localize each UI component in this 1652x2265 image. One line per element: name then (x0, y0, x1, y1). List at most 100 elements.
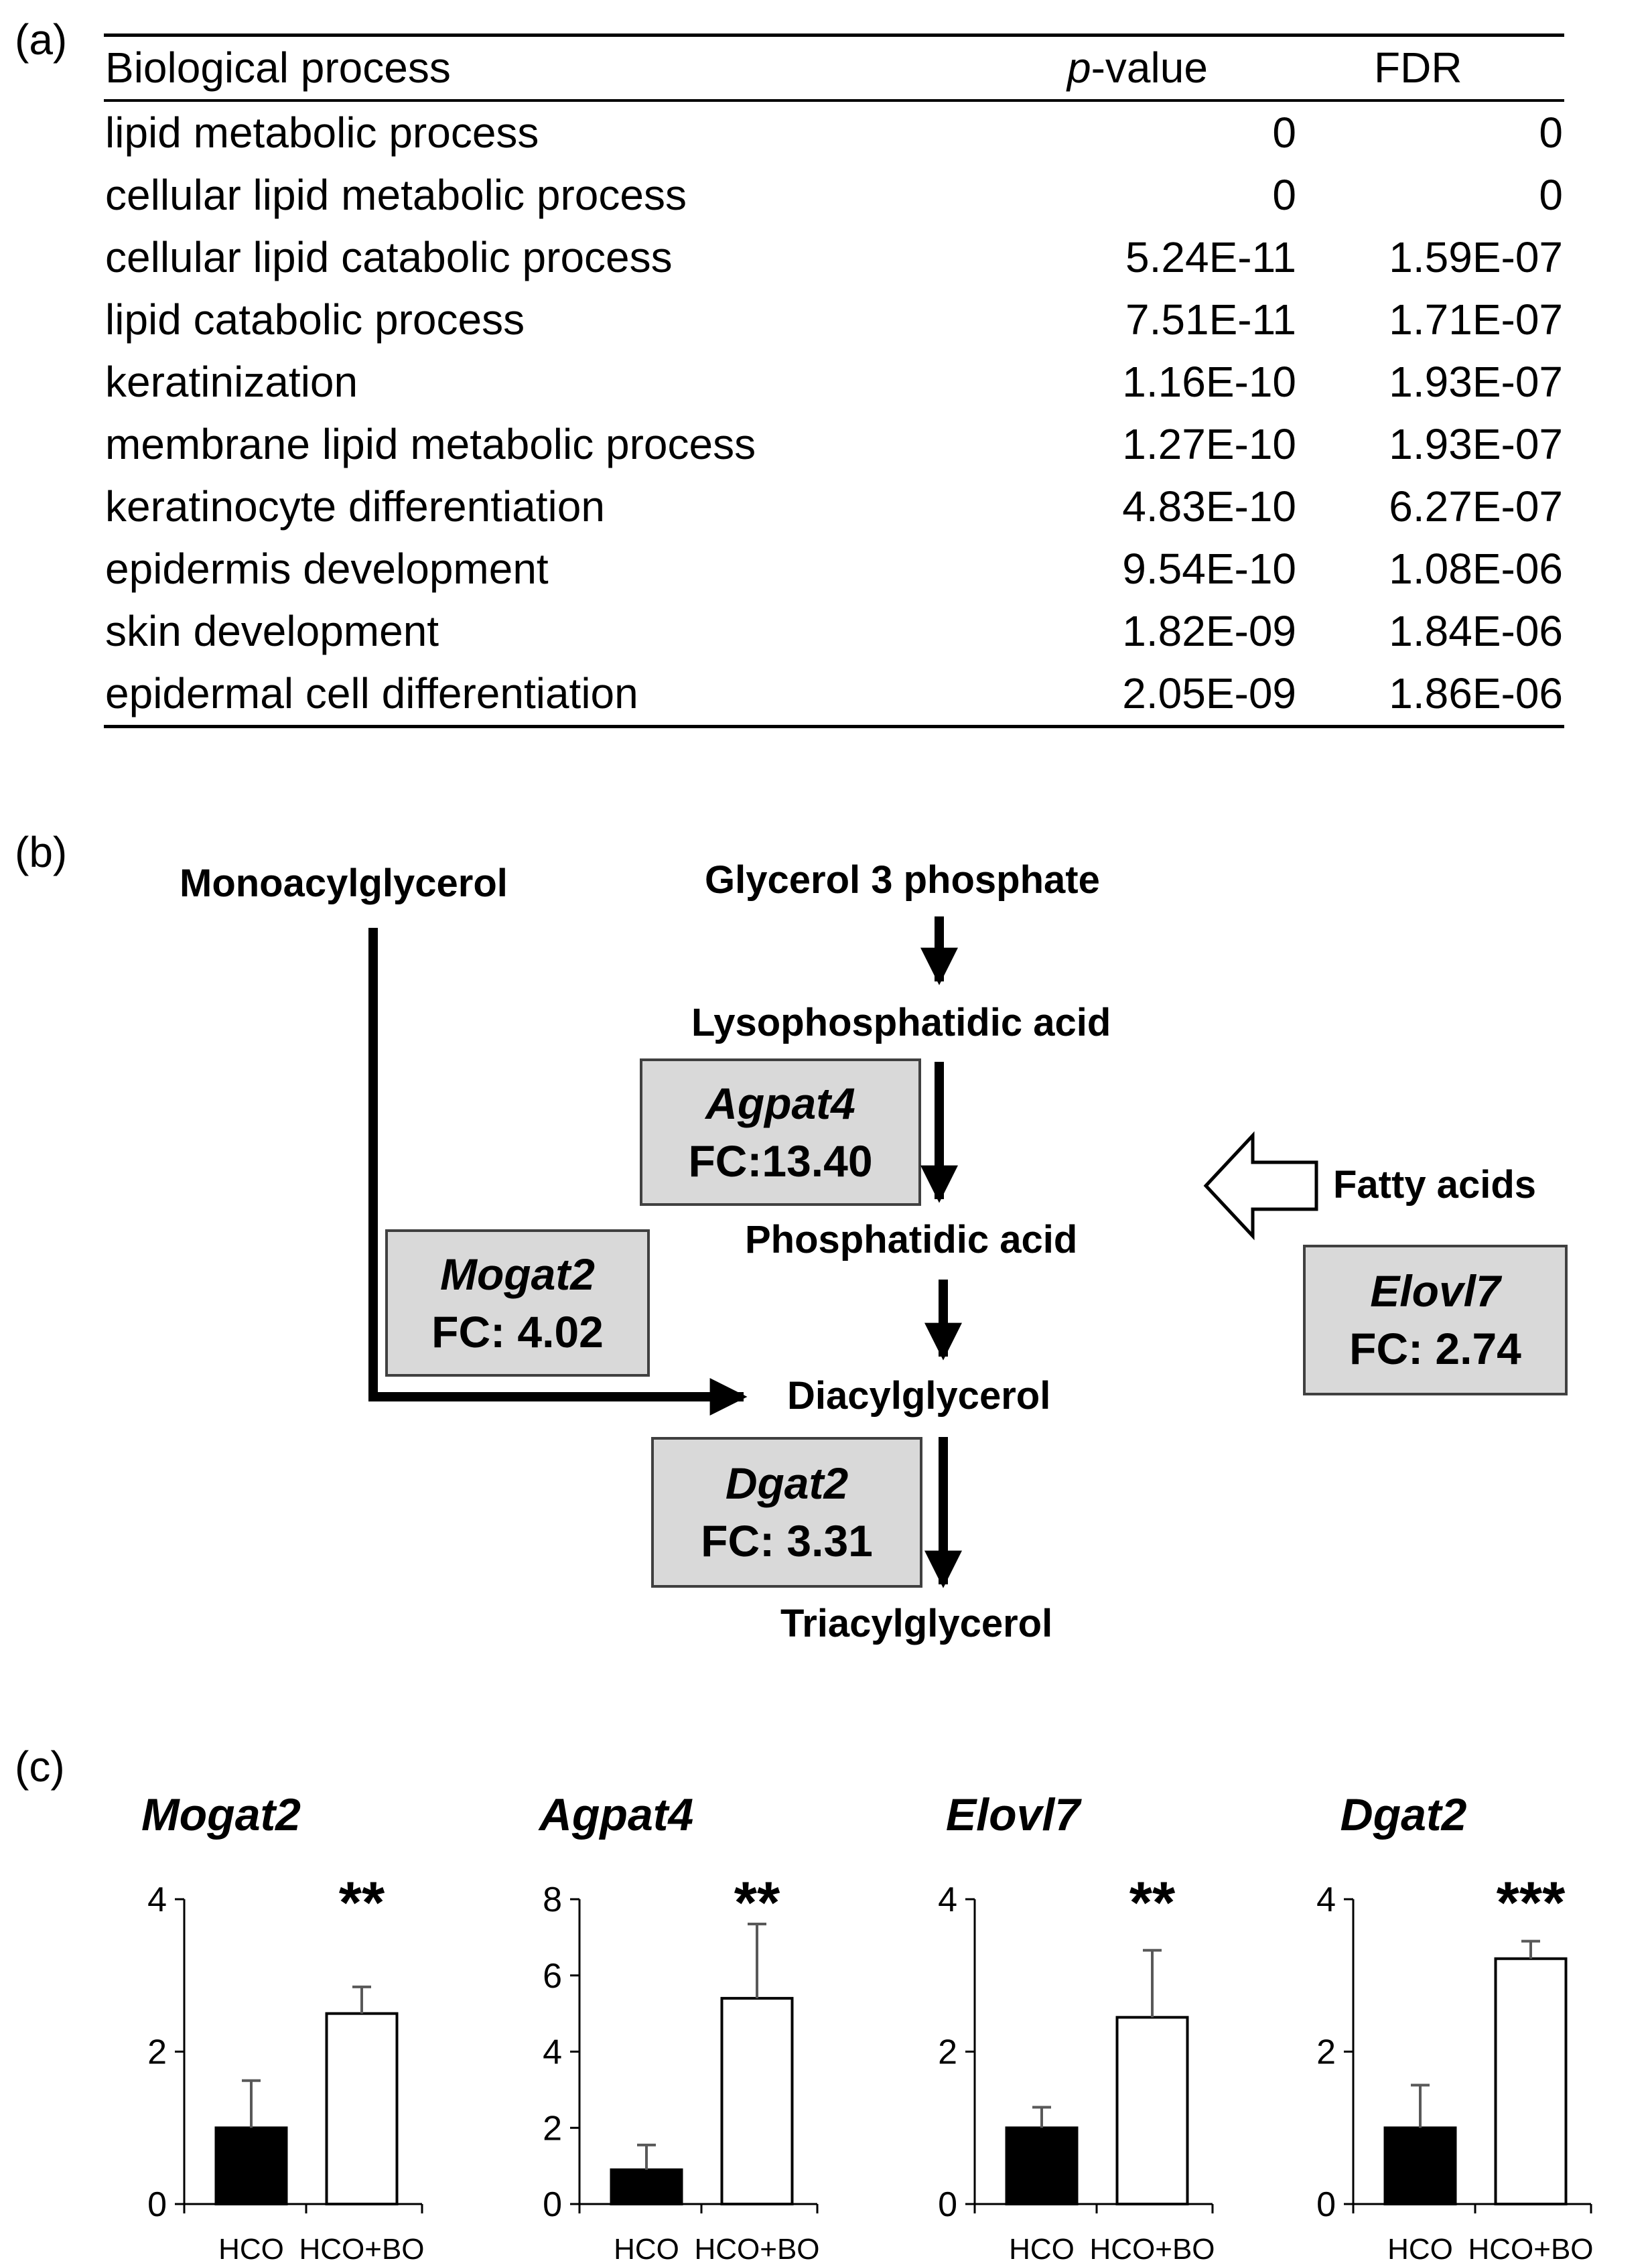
table-row: cellular lipid metabolic process 0 0 (104, 164, 1564, 226)
y-tick-label: 2 (543, 2109, 562, 2148)
cell-p-value: 7.51E-11 (1125, 295, 1296, 344)
chart-title-dgat2: Dgat2 (1340, 1789, 1467, 1840)
cell-biological-process: membrane lipid metabolic process (105, 420, 756, 468)
gene-fc-agpat4: FC:13.40 (688, 1136, 873, 1186)
cell-biological-process: keratinization (105, 358, 358, 406)
cell-biological-process: cellular lipid metabolic process (105, 171, 687, 219)
header-biological-process: Biological process (105, 44, 451, 92)
cell-fdr: 6.27E-07 (1389, 482, 1563, 531)
cell-p-value: 1.16E-10 (1122, 358, 1296, 406)
gene-name-dgat2: Dgat2 (725, 1458, 849, 1508)
gene-box-dgat2: Dgat2 FC: 3.31 (651, 1437, 922, 1588)
table-row: membrane lipid metabolic process 1.27E-10… (104, 413, 1564, 476)
cell-p-value: 4.83E-10 (1122, 482, 1296, 531)
table-top-rule (104, 33, 1564, 37)
bar-hco-plus-bo (720, 1996, 794, 2205)
x-category-label: HCO (1387, 2233, 1453, 2265)
chart-title-agpat4: Agpat4 (539, 1789, 694, 1840)
table-header-rule (104, 99, 1564, 102)
cell-fdr: 1.93E-07 (1389, 420, 1563, 468)
cell-p-value: 5.24E-11 (1125, 233, 1296, 281)
gene-name-mogat2: Mogat2 (440, 1249, 595, 1299)
cell-fdr: 1.08E-06 (1389, 545, 1563, 593)
cell-fdr: 1.71E-07 (1389, 295, 1563, 344)
y-tick-label: 4 (543, 2033, 562, 2072)
y-tick-label: 0 (147, 2185, 167, 2224)
cell-fdr: 1.93E-07 (1389, 358, 1563, 406)
x-category-label: HCO+BO (694, 2233, 819, 2265)
go-enrichment-table: Biological process p-value FDR lipid met… (104, 33, 1564, 728)
panel-b-label: (b) (15, 828, 68, 876)
node-diacylglycerol: Diacylglycerol (787, 1374, 1051, 1418)
gene-name-elovl7: Elovl7 (1370, 1266, 1501, 1316)
header-fdr: FDR (1374, 44, 1462, 92)
chart-title-mogat2: Mogat2 (141, 1789, 301, 1840)
cell-biological-process: lipid catabolic process (105, 295, 525, 344)
gene-name-agpat4: Agpat4 (705, 1079, 855, 1128)
y-tick-label: 4 (147, 1880, 167, 1919)
arrow-fatty-acids-hollow (1203, 1131, 1318, 1241)
cell-biological-process: skin development (105, 607, 439, 655)
node-fatty-acids: Fatty acids (1333, 1163, 1536, 1207)
y-tick-label: 6 (543, 1957, 562, 1996)
header-p-value: p-value (1067, 37, 1208, 99)
table-row: lipid metabolic process 0 0 (104, 102, 1564, 164)
gene-fc-dgat2: FC: 3.31 (701, 1516, 873, 1566)
gene-box-mogat2: Mogat2 FC: 4.02 (385, 1229, 650, 1377)
significance-marker: ** (339, 1869, 385, 1935)
table-bottom-rule (104, 725, 1564, 728)
node-phosphatidic-acid: Phosphatidic acid (745, 1218, 1078, 1261)
cell-p-value: 1.27E-10 (1122, 420, 1296, 468)
cell-fdr: 1.84E-06 (1389, 607, 1563, 655)
cell-fdr: 0 (1539, 109, 1563, 157)
chart-title-elovl7: Elovl7 (945, 1789, 1081, 1840)
y-tick-label: 0 (1316, 2185, 1336, 2224)
y-tick-label: 2 (938, 2033, 957, 2072)
cell-fdr: 1.59E-07 (1389, 233, 1563, 281)
x-category-label: HCO (1009, 2233, 1075, 2265)
table-row: lipid catabolic process 7.51E-11 1.71E-07 (104, 289, 1564, 351)
significance-marker: ** (1129, 1869, 1176, 1935)
bar-hco-plus-bo (325, 2012, 399, 2205)
table-row: cellular lipid catabolic process 5.24E-11… (104, 226, 1564, 289)
header-p-rest: -value (1091, 44, 1208, 92)
panel-c-label: (c) (15, 1742, 65, 1791)
cell-biological-process: epidermis development (105, 545, 549, 593)
x-category-label: HCO+BO (1089, 2233, 1215, 2265)
y-tick-label: 8 (543, 1880, 562, 1919)
cell-biological-process: cellular lipid catabolic process (105, 233, 673, 281)
x-category-label: HCO+BO (299, 2233, 424, 2265)
cell-fdr: 0 (1539, 171, 1563, 219)
y-tick-label: 2 (1316, 2033, 1336, 2072)
arrow-mag-to-dag (368, 928, 748, 1416)
panel-a-label: (a) (15, 15, 68, 64)
cell-biological-process: epidermal cell differentiation (105, 669, 638, 717)
cell-p-value: 2.05E-09 (1122, 669, 1296, 717)
node-triacylglycerol: Triacylglycerol (780, 1602, 1053, 1645)
cell-biological-process: lipid metabolic process (105, 109, 539, 157)
gene-fc-elovl7: FC: 2.74 (1349, 1324, 1521, 1373)
y-tick-label: 0 (543, 2185, 562, 2224)
gene-fc-mogat2: FC: 4.02 (431, 1307, 604, 1357)
bar-hco-plus-bo (1115, 2016, 1189, 2205)
table-row: keratinization 1.16E-10 1.93E-07 (104, 351, 1564, 413)
y-tick-label: 0 (938, 2185, 957, 2224)
significance-marker: ** (734, 1869, 780, 1935)
significance-marker: *** (1497, 1869, 1566, 1935)
y-tick-label: 4 (1316, 1880, 1336, 1919)
cell-fdr: 1.86E-06 (1389, 669, 1563, 717)
node-monoacylglycerol: Monoacylglycerol (180, 862, 508, 905)
cell-p-value: 0 (1272, 171, 1296, 219)
table-header-row: Biological process p-value FDR (104, 37, 1564, 99)
cell-p-value: 9.54E-10 (1122, 545, 1296, 593)
gene-box-elovl7: Elovl7 FC: 2.74 (1303, 1245, 1568, 1395)
cell-p-value: 0 (1272, 109, 1296, 157)
y-tick-label: 4 (938, 1880, 957, 1919)
y-tick-label: 2 (147, 2033, 167, 2072)
